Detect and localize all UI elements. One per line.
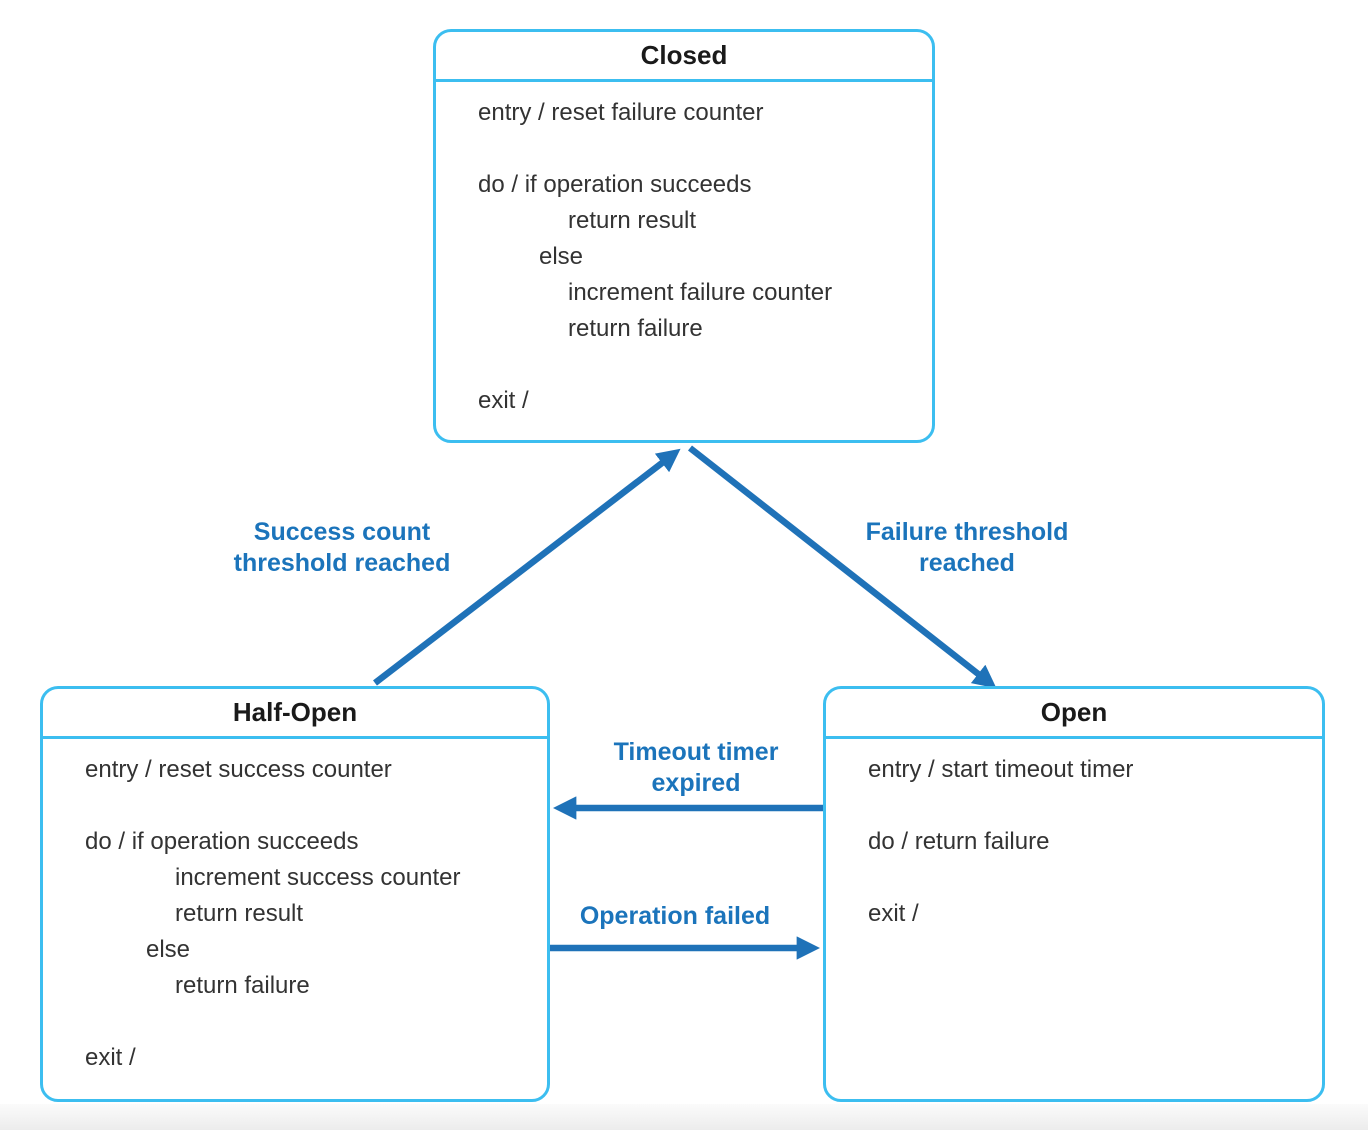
state-line: return failure [568, 315, 703, 342]
transition-label-line: Success count [253, 518, 431, 546]
state-line: exit / [85, 1044, 136, 1071]
state-closed: Closed entry / reset failure counter do … [433, 29, 935, 443]
state-half-open-title: Half-Open [43, 689, 547, 739]
transition-label-success-count-threshold: Success count threshold reached [172, 517, 512, 579]
transition-label-line: reached [919, 549, 1015, 577]
state-line: entry / reset success counter [85, 756, 392, 783]
state-line: return result [175, 900, 304, 927]
state-line: exit / [868, 900, 919, 927]
state-line: do / if operation succeeds [85, 828, 359, 855]
transition-label-line: threshold reached [233, 549, 451, 577]
transition-label-line: Operation failed [579, 902, 771, 930]
state-line: entry / start timeout timer [868, 756, 1134, 783]
transition-label-timeout-expired: Timeout timer expired [566, 737, 826, 799]
state-line: return failure [175, 972, 310, 999]
state-closed-body: entry / reset failure counter do / if op… [436, 82, 932, 419]
state-line: else [146, 936, 191, 963]
state-half-open-body: entry / reset success counter do / if op… [43, 739, 547, 1076]
state-line: do / if operation succeeds [478, 171, 752, 198]
state-open-title: Open [826, 689, 1322, 739]
state-line: increment failure counter [568, 279, 833, 306]
state-line: exit / [478, 387, 529, 414]
state-line: else [539, 243, 584, 270]
state-line: entry / reset failure counter [478, 99, 764, 126]
transition-label-line: expired [651, 769, 741, 797]
state-line: do / return failure [868, 828, 1050, 855]
state-open: Open entry / start timeout timer do / re… [823, 686, 1325, 1102]
transition-label-failure-threshold: Failure threshold reached [797, 517, 1137, 579]
transition-label-operation-failed: Operation failed [525, 901, 825, 932]
state-open-body: entry / start timeout timer do / return … [826, 739, 1322, 932]
transition-label-line: Failure threshold [865, 518, 1069, 546]
state-half-open: Half-Open entry / reset success counter … [40, 686, 550, 1102]
state-closed-title: Closed [436, 32, 932, 82]
state-line: return result [568, 207, 697, 234]
page-bottom-strip [0, 1104, 1368, 1130]
state-line: increment success counter [175, 864, 461, 891]
transition-label-line: Timeout timer [613, 738, 779, 766]
